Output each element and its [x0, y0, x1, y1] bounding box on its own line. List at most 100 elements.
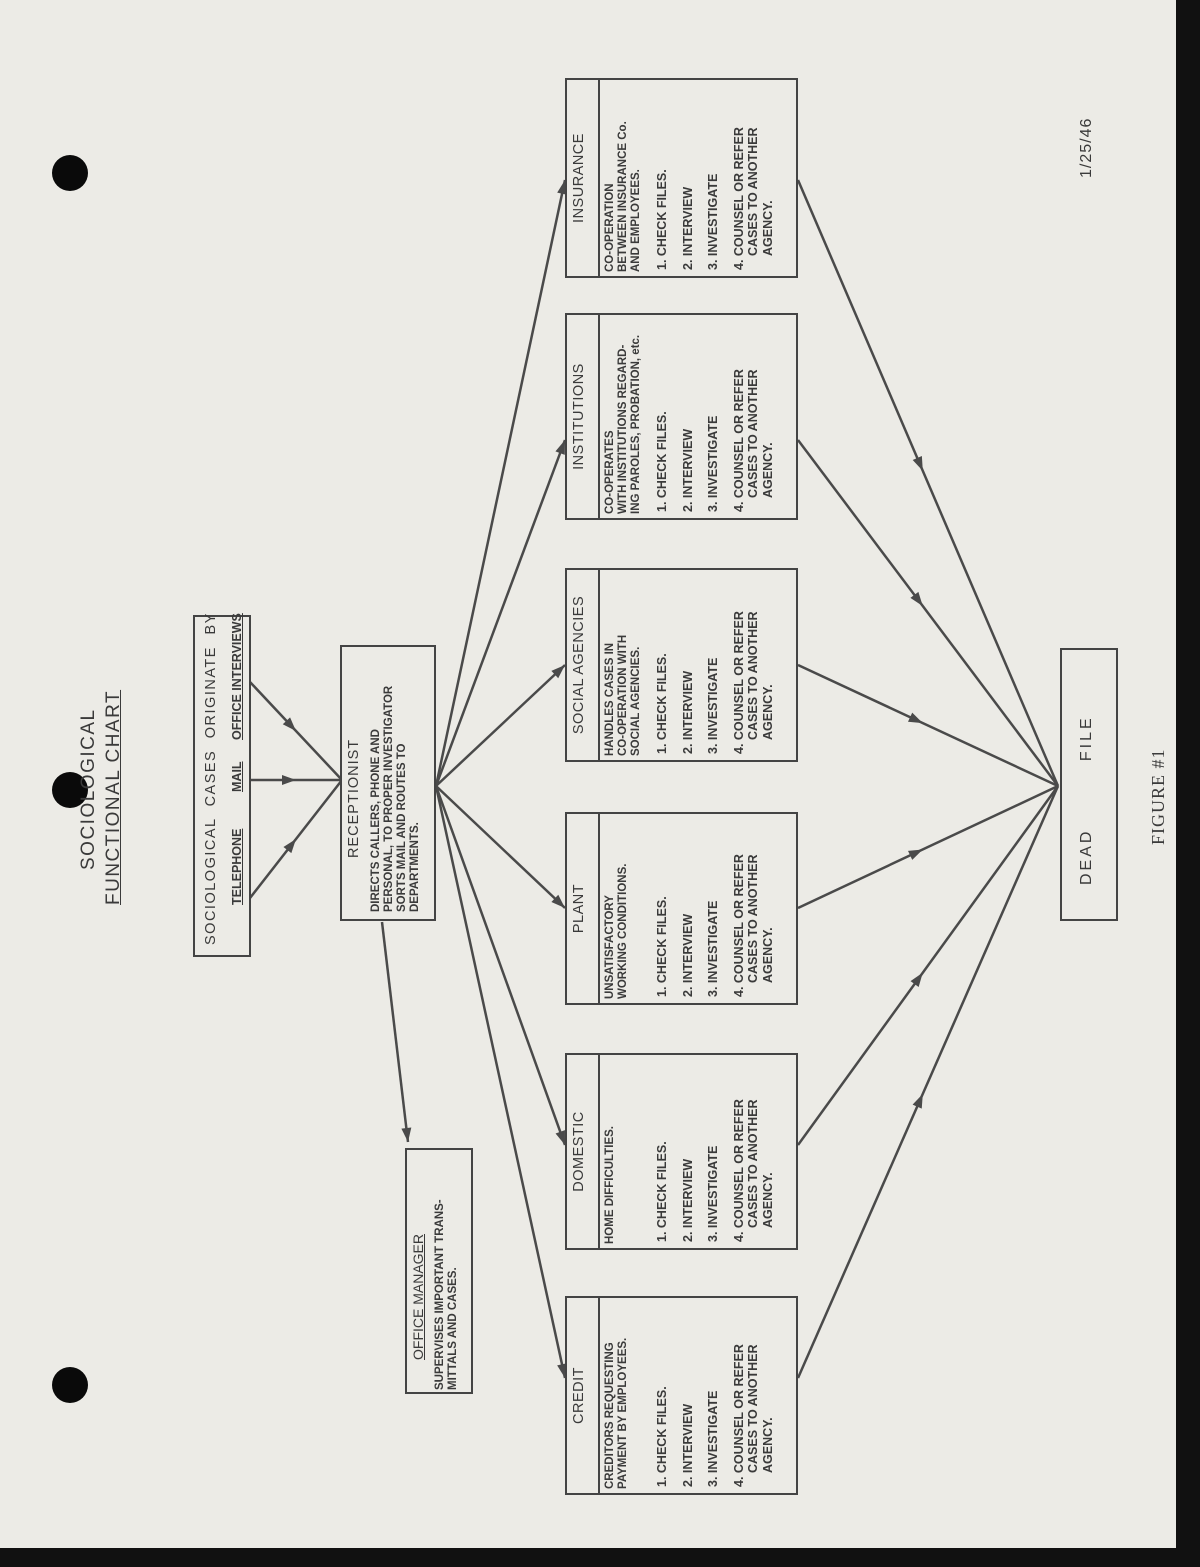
department-description-line: UNSATISFACTORY — [604, 895, 616, 999]
office-manager-box — [405, 1148, 473, 1394]
department-step: 1. CHECK FILES. — [655, 896, 669, 997]
arrow-domestic-dead-file — [796, 785, 1060, 1146]
department-step: CASES TO ANOTHER — [746, 127, 760, 257]
arrowhead — [908, 849, 923, 860]
receptionist-line: SORTS MAIL AND ROUTES TO — [395, 743, 408, 912]
receptionist-line: DIRECTS CALLERS, PHONE AND — [370, 729, 382, 912]
arrowhead — [401, 1127, 412, 1142]
department-description-line: BETWEEN INSURANCE Co. — [616, 121, 629, 272]
department-divider — [598, 568, 600, 762]
department-step: 3. INVESTIGATE — [706, 657, 720, 754]
department-description-line: PAYMENT BY EMPLOYEES. — [616, 1337, 629, 1489]
arrowhead — [282, 775, 296, 785]
department-step: CASES TO ANOTHER — [746, 611, 760, 741]
department-step: 4. COUNSEL OR REFER — [731, 1099, 746, 1242]
arrowhead — [910, 591, 923, 607]
department-step: AGENCY. — [760, 1172, 775, 1228]
department-step: 3. INVESTIGATE — [706, 415, 720, 512]
arrow-to-domestic — [434, 785, 567, 1146]
arrowhead — [557, 1363, 567, 1378]
dead-file-box — [1060, 648, 1118, 921]
origin-telephone: TELEPHONE — [230, 828, 244, 905]
punch-hole — [52, 155, 88, 191]
department-title-credit: CREDIT — [571, 1367, 587, 1424]
arrow-insurance-dead-file — [796, 179, 1060, 787]
arrow-plant-dead-file — [797, 784, 1059, 910]
department-step: 1. CHECK FILES. — [655, 1386, 669, 1487]
department-step: CASES TO ANOTHER — [746, 1099, 760, 1229]
origin-office-interviews: OFFICE INTERVIEWS — [230, 613, 244, 740]
department-description-line: CO-OPERATES — [604, 430, 616, 515]
arrow-to-social-agencies — [435, 664, 566, 787]
department-description-line: AND EMPLOYEES. — [629, 169, 642, 272]
arrow-to-plant — [435, 785, 566, 909]
department-step: 2. INTERVIEW — [680, 913, 695, 997]
office-manager-title: OFFICE MANAGER — [410, 1233, 426, 1360]
department-box-insurance — [565, 78, 798, 278]
arrowhead — [912, 1093, 923, 1109]
department-steps-credit: 1. CHECK FILES. 2. INTERVIEW 3. INVESTIGAT… — [655, 1344, 776, 1487]
department-step: AGENCY. — [760, 200, 775, 256]
department-step: 3. INVESTIGATE — [706, 173, 720, 270]
department-title-plant: PLANT — [571, 883, 587, 934]
department-title-domestic: DOMESTIC — [571, 1111, 587, 1192]
department-box-institutions — [565, 313, 798, 520]
department-step: 2. INTERVIEW — [680, 670, 695, 754]
department-title-institutions: INSTITUTIONS — [571, 363, 587, 470]
receptionist-description: DIRECTS CALLERS, PHONE AND PERSONAL, TO … — [370, 686, 422, 912]
arrow-to-insurance — [434, 179, 567, 787]
flow-diagram — [249, 179, 1060, 1379]
arrowhead — [555, 1130, 565, 1145]
arrow-social-agencies-dead-file — [797, 663, 1059, 788]
department-step: 2. INTERVIEW — [680, 1403, 695, 1487]
department-step: 1. CHECK FILES. — [655, 169, 669, 270]
arrowhead — [555, 440, 565, 455]
department-step: 4. COUNSEL OR REFER — [731, 1344, 746, 1487]
arrowhead — [282, 717, 296, 731]
department-steps-social-agencies: 1. CHECK FILES. 2. INTERVIEW 3. INVESTIGAT… — [655, 611, 776, 754]
department-description-line: ING PAROLES, PROBATION, etc. — [629, 334, 642, 514]
receptionist-title: RECEPTIONIST — [346, 738, 362, 858]
department-title-insurance: INSURANCE — [571, 133, 587, 223]
department-description-line: WITH INSTITUTIONS REGARD- — [616, 344, 629, 514]
office-manager-line: SUPERVISES IMPORTANT TRANS- — [434, 1199, 446, 1390]
department-step: AGENCY. — [760, 1417, 775, 1473]
department-step: AGENCY. — [760, 442, 775, 498]
department-divider — [598, 313, 600, 520]
receptionist-box — [340, 645, 436, 921]
department-step: 4. COUNSEL OR REFER — [731, 127, 746, 270]
department-description-line: WORKING CONDITIONS. — [616, 863, 629, 999]
department-divider — [598, 1296, 600, 1495]
department-box-credit — [565, 1296, 798, 1495]
receptionist-line: PERSONAL, TO PROPER INVESTIGATOR — [382, 685, 395, 912]
arrow-institutions-dead-file — [797, 439, 1059, 787]
department-box-domestic — [565, 1053, 798, 1250]
department-description-line: CO-OPERATION — [604, 183, 616, 272]
department-box-social-agencies — [565, 568, 798, 762]
arrow-to-credit — [434, 785, 567, 1379]
department-description-line: HOME DIFFICULTIES. — [604, 1126, 616, 1244]
department-step: 1. CHECK FILES. — [655, 1141, 669, 1242]
department-divider — [598, 1053, 600, 1250]
department-step: 1. CHECK FILES. — [655, 653, 669, 754]
department-step: 3. INVESTIGATE — [706, 1390, 720, 1487]
arrowhead — [283, 839, 296, 854]
department-step: 2. INTERVIEW — [680, 1158, 695, 1242]
department-description-line: HANDLES CASES IN — [604, 642, 616, 756]
punch-hole — [52, 1367, 88, 1403]
receptionist-line: DEPARTMENTS. — [408, 822, 421, 912]
department-step: 2. INTERVIEW — [680, 428, 695, 512]
arrowhead — [910, 972, 923, 987]
arrow-to-office-manager — [380, 921, 410, 1143]
dead-file-label: DEAD FILE — [1078, 715, 1095, 885]
department-description-domestic: HOME DIFFICULTIES. — [604, 1126, 617, 1244]
